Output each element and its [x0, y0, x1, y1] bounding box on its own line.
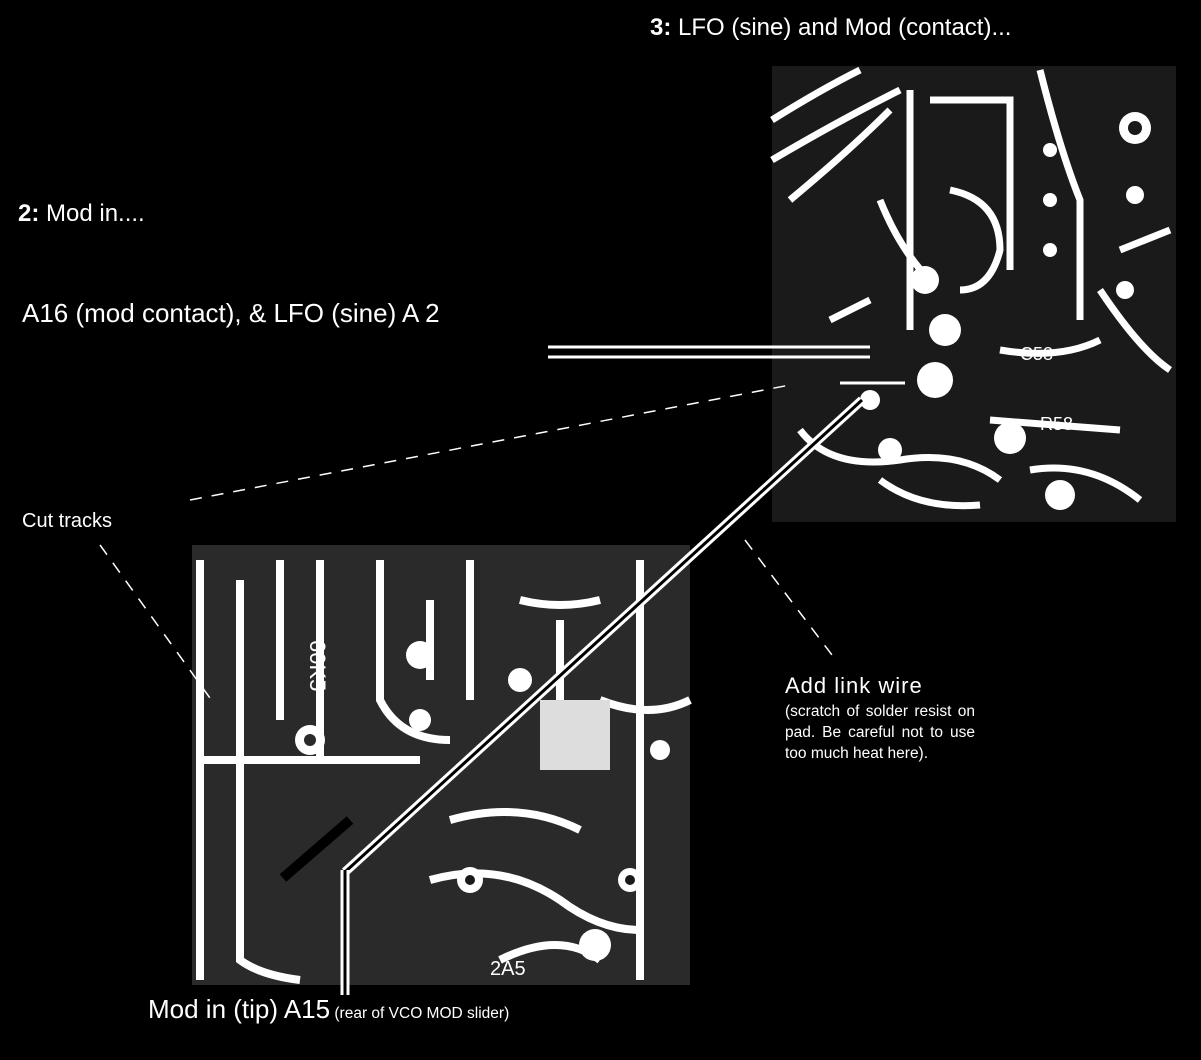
a16-label: A16 (mod contact), & LFO (sine) A 2 [22, 298, 440, 328]
pcb-label-2a5: 2A5 [490, 958, 526, 980]
cut-tracks-leader-2 [99, 544, 216, 706]
leader-lines [99, 384, 833, 706]
pcb-label-r58: R58 [1040, 414, 1073, 434]
a16-pointer-line [548, 345, 905, 385]
mod-in-label: Mod in (tip) A15 (rear of VCO MOD slider… [148, 994, 510, 1024]
step2-heading: 2: Mod in.... [18, 200, 145, 227]
link-wire [279, 396, 866, 995]
cut-tracks-label: Cut tracks [22, 510, 113, 532]
pcb-label-60k5: 60K5 [305, 640, 330, 691]
cut-tracks-leader-1 [189, 384, 791, 501]
pcb-label-c58: C58 [1020, 344, 1053, 364]
add-link-leader [744, 539, 833, 656]
add-link-instructions: (scratch of solder resist on pad. Be car… [785, 703, 975, 762]
step3-heading: 3: LFO (sine) and Mod (contact)... [650, 14, 1012, 41]
add-link-wire-note: Add link wire (scratch of solder resist … [785, 673, 975, 764]
pcb-photo-top: C58 R58 [770, 66, 1176, 522]
pcb-photo-bottom: 60K5 2A5 [192, 545, 692, 985]
add-link-title: Add link wire [785, 673, 923, 698]
